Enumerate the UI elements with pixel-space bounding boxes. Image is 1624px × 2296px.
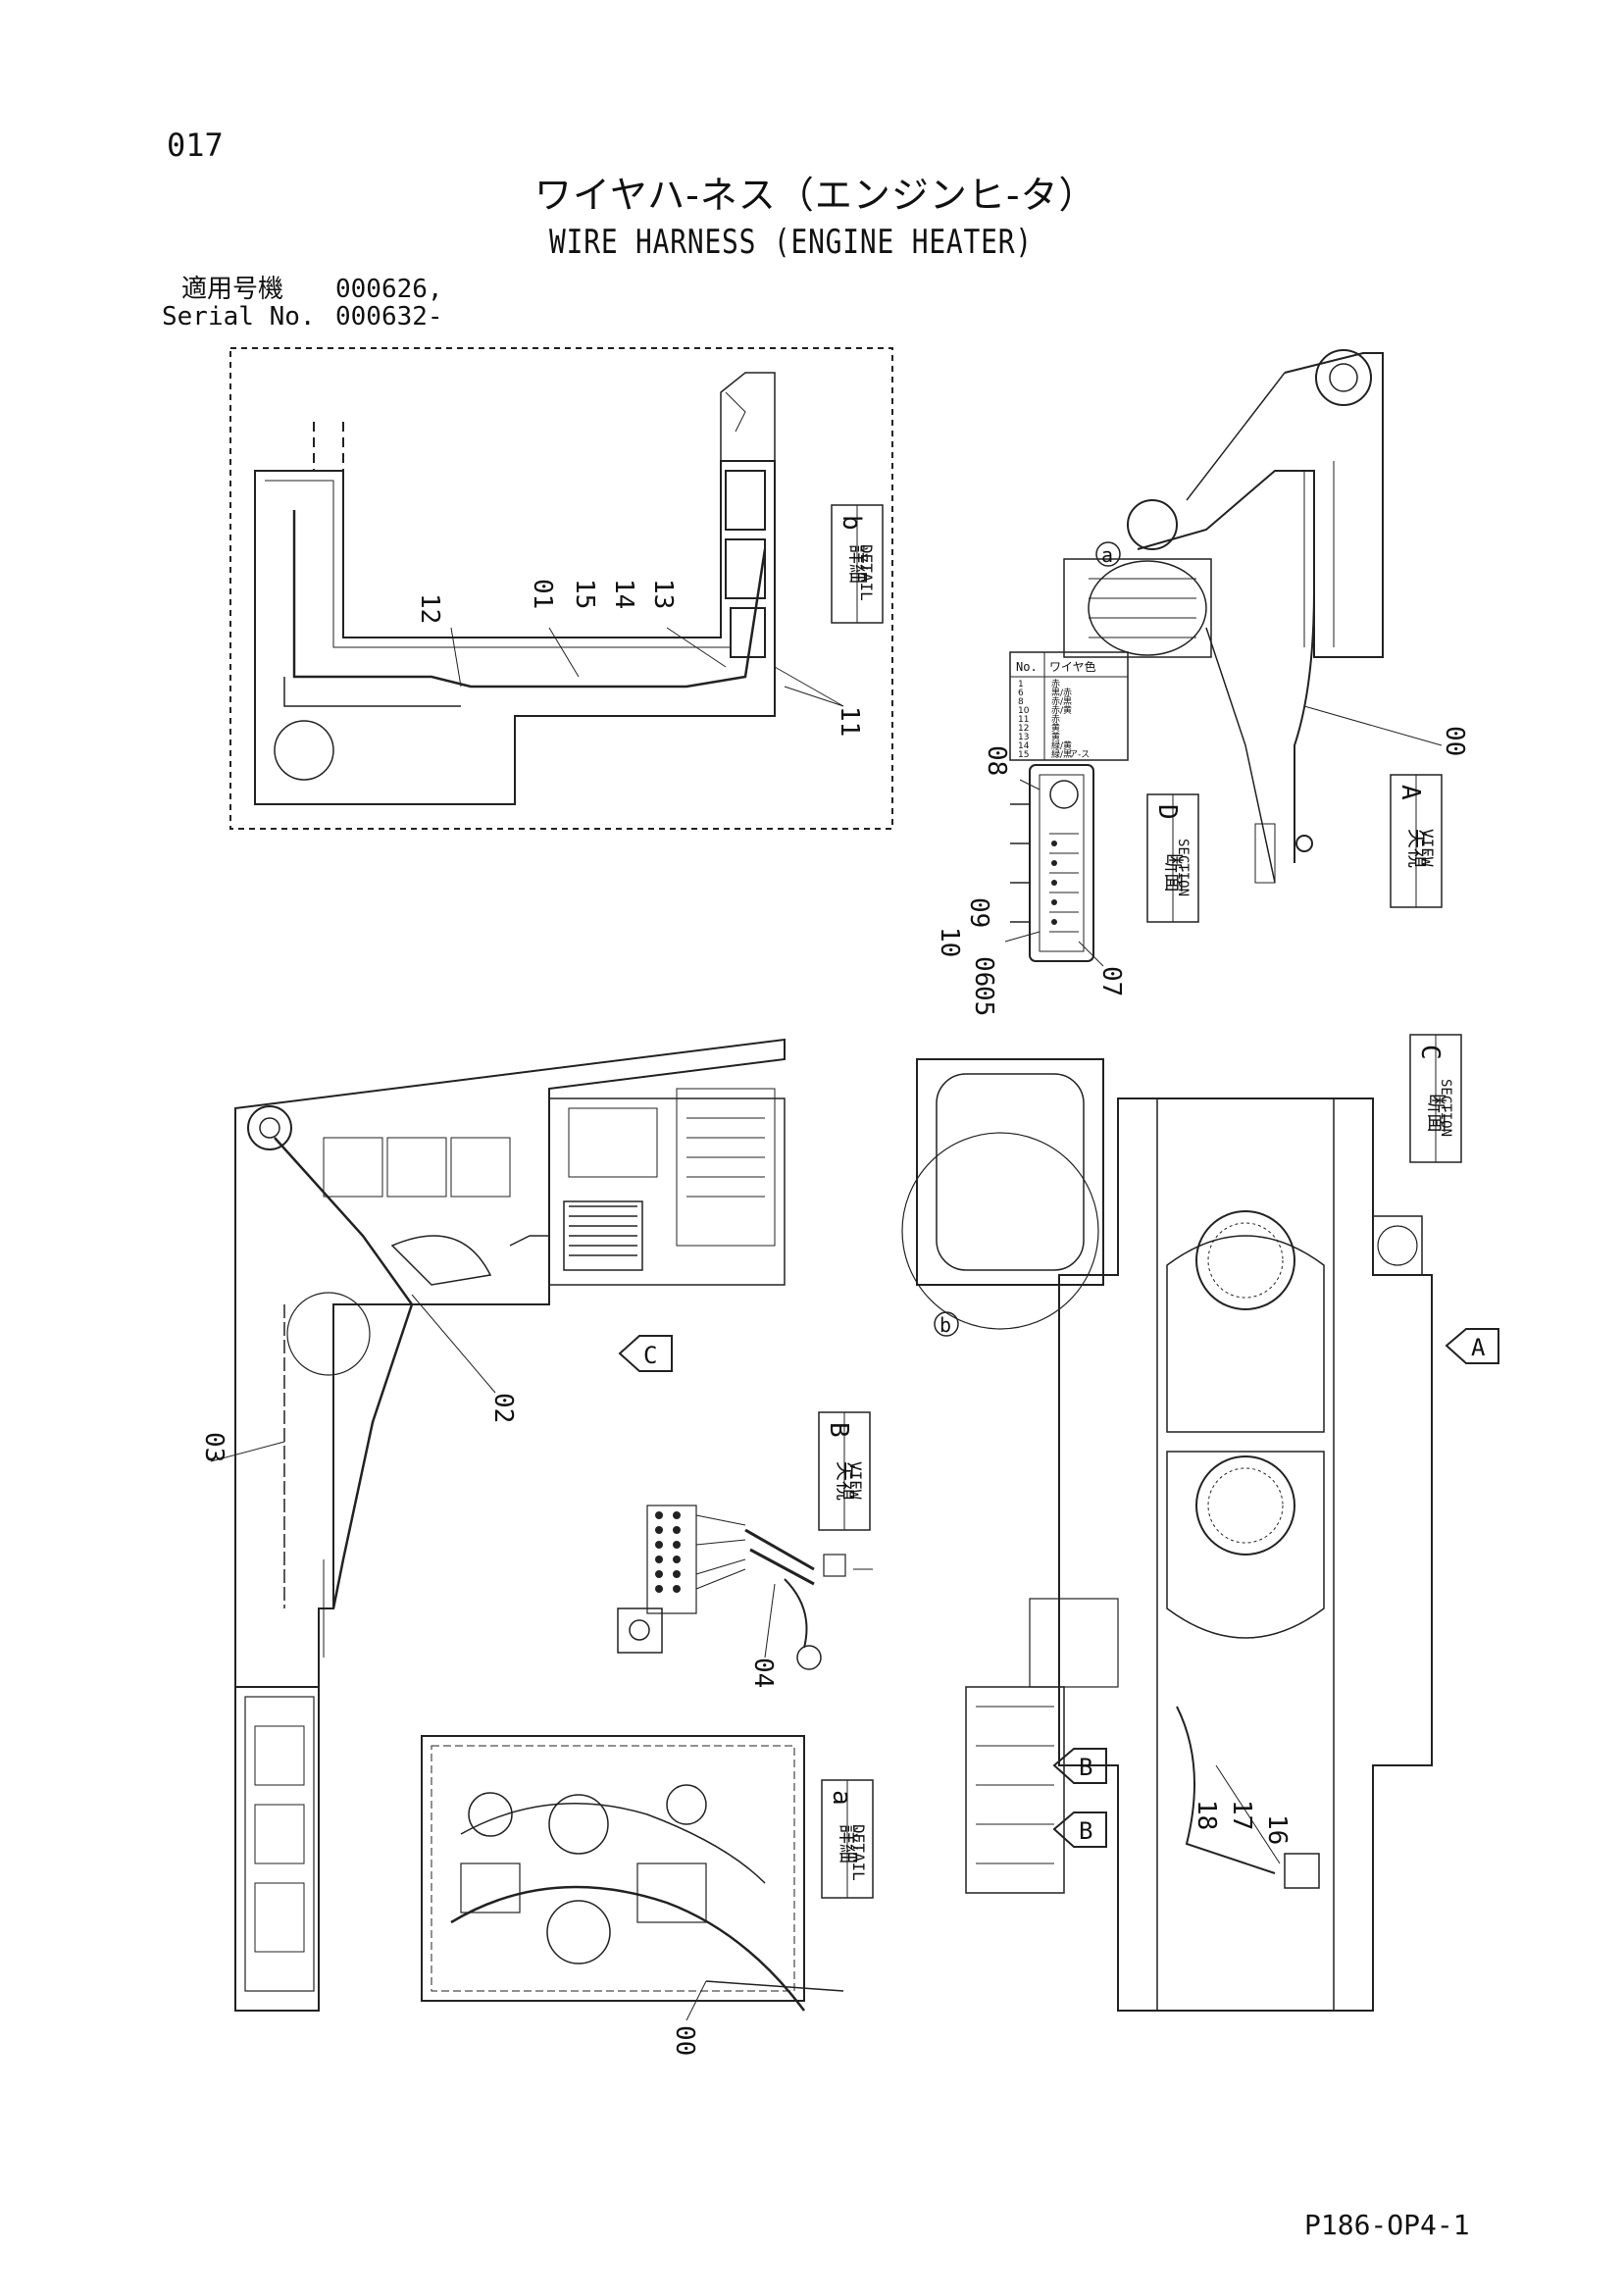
detail-a-jp-label: 詳細 xyxy=(837,1824,860,1863)
callout-04: 04 xyxy=(748,1658,778,1688)
wire-table-cell: 赤/黒 xyxy=(1051,696,1072,707)
wire-table-header-color: ワイヤ色 xyxy=(1049,660,1096,674)
view-b-en-label: VIEW xyxy=(846,1461,865,1500)
page-number: 017 xyxy=(167,127,224,164)
wire-table-cell: 赤 xyxy=(1051,679,1060,689)
section-d-en-label: SECTION xyxy=(1175,839,1191,896)
callout-01: 01 xyxy=(528,579,557,609)
arrow-marker-b-upper: B xyxy=(1079,1754,1092,1781)
callout-15: 15 xyxy=(570,579,599,609)
wire-table-cell: 緑/黄 xyxy=(1051,740,1072,751)
section-c-jp-label: 断面 xyxy=(1425,1094,1448,1133)
section-c-letter: C xyxy=(1415,1045,1445,1060)
section-d-jp-label: 断面 xyxy=(1162,853,1186,893)
view-a-letter: A xyxy=(1396,785,1425,800)
wire-table-cell: 15 xyxy=(1018,750,1029,760)
section-c-panel: b 18 17 16 A B B 断面 SECTION C xyxy=(901,1034,1499,2012)
callout-14: 14 xyxy=(609,579,638,609)
view-b-letter: B xyxy=(824,1422,853,1438)
document-code: P186-OP4-1 xyxy=(1304,2209,1470,2241)
wire-table-cell: 8 xyxy=(1018,697,1024,707)
callout-18: 18 xyxy=(1192,1800,1221,1830)
detail-a-panel: 00 詳細 DETAIL a xyxy=(421,1735,874,2056)
view-a-jp-label: 矢視 xyxy=(1405,829,1429,868)
callout-13: 13 xyxy=(648,579,678,609)
callout-12: 12 xyxy=(415,593,444,624)
serial-value-japanese: 000626, xyxy=(335,275,443,304)
view-a-panel: 00 a 矢視 VIEW A xyxy=(1063,349,1469,908)
wire-table-cell: 緑/黒 xyxy=(1051,748,1072,760)
section-d-panel: 08 09 10 06 05 07 断面 SECTION D xyxy=(935,745,1199,1016)
page-title-japanese: ワイヤハ-ネス（エンジンヒ-タ） xyxy=(534,174,1097,217)
wire-table-cell: 6 xyxy=(1018,689,1024,698)
callout-10: 10 xyxy=(935,927,964,957)
wire-table-cell: 黒/赤 xyxy=(1051,688,1072,698)
wire-table-cell: 黄 xyxy=(1051,722,1060,734)
detail-b-letter: b xyxy=(837,515,866,531)
callout-07: 07 xyxy=(1096,966,1126,996)
section-d-letter: D xyxy=(1152,804,1182,820)
wire-table-cell: 13 xyxy=(1018,733,1029,742)
circle-marker-b: b xyxy=(939,1313,951,1337)
arrow-marker-b-lower: B xyxy=(1079,1817,1092,1845)
callout-08: 08 xyxy=(982,745,1011,776)
callout-00-detail-a: 00 xyxy=(670,2025,699,2056)
view-b-jp-label: 矢視 xyxy=(834,1461,857,1501)
wire-table-cell: 黄 xyxy=(1051,731,1060,742)
detail-b-jp-label: 詳細 xyxy=(846,544,870,584)
wire-table-cell: 赤/黄 xyxy=(1051,704,1072,716)
callout-05: 05 xyxy=(969,986,998,1016)
callout-09: 09 xyxy=(964,897,993,928)
wire-table-cell: 赤 xyxy=(1051,714,1060,725)
wire-color-table: No. ワイヤ色 1 赤 6 黒/赤 8 赤/黒 10 赤/黄 11 赤 12 … xyxy=(1009,651,1129,761)
detail-b-en-label: DETAIL xyxy=(857,544,876,601)
section-c-en-label: SECTION xyxy=(1438,1079,1453,1137)
serial-label-english: Serial No. xyxy=(162,302,316,332)
callout-17: 17 xyxy=(1227,1800,1256,1830)
main-side-view: 03 02 C xyxy=(199,1038,786,2012)
callout-16: 16 xyxy=(1262,1814,1292,1845)
wire-table-cell: 1 xyxy=(1018,680,1024,689)
arrow-marker-a: A xyxy=(1471,1334,1486,1361)
circle-marker-a: a xyxy=(1101,543,1113,567)
callout-06: 06 xyxy=(969,956,998,987)
view-a-en-label: VIEW xyxy=(1418,829,1437,867)
page-title-english: WIRE HARNESS (ENGINE HEATER) xyxy=(549,223,1033,262)
detail-a-en-label: DETAIL xyxy=(849,1824,868,1881)
callout-03: 03 xyxy=(199,1432,228,1462)
serial-value-english: 000632- xyxy=(335,302,443,332)
callout-00-view-a: 00 xyxy=(1440,726,1469,756)
wire-table-cell: 12 xyxy=(1018,724,1029,734)
arrow-marker-c: C xyxy=(643,1342,657,1369)
wire-table-cell: 14 xyxy=(1018,741,1030,751)
serial-label-japanese: 適用号機 xyxy=(181,275,284,304)
callout-11: 11 xyxy=(835,706,864,737)
wire-table-cell: 10 xyxy=(1018,706,1030,716)
wire-table-header-no: No. xyxy=(1016,660,1038,674)
wire-table-cell: 11 xyxy=(1018,715,1029,725)
callout-02: 02 xyxy=(488,1393,518,1423)
wire-table-cell: ア-ス xyxy=(1069,750,1090,760)
detail-a-letter: a xyxy=(827,1790,856,1806)
view-b-panel: 04 矢視 VIEW B xyxy=(617,1411,873,1688)
detail-b-panel: 12 01 15 14 13 11 詳細 DETAIL b xyxy=(229,347,893,830)
